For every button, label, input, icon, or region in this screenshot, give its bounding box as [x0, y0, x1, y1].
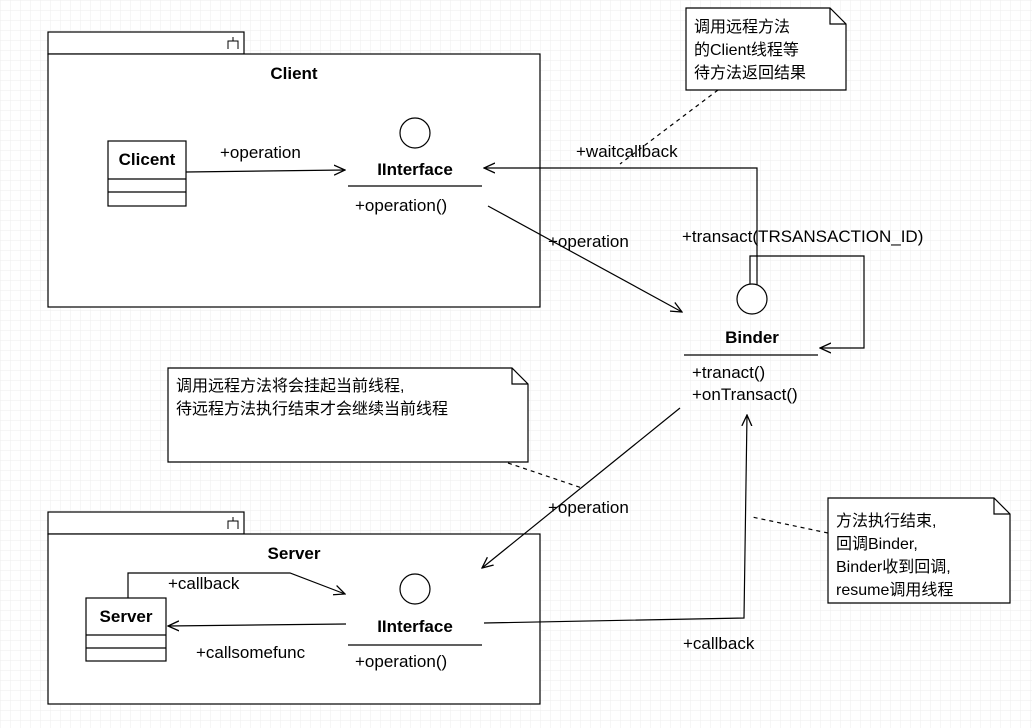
interface-to-binder-label: +operation [548, 232, 629, 251]
client-operation-edge[interactable] [185, 170, 345, 172]
server-callback-label: +callback [168, 574, 240, 593]
resume-note: 方法执行结束, 回调Binder, Binder收到回调, resume调用线程 [827, 497, 1011, 604]
note-line: Binder收到回调, [836, 558, 951, 576]
note-line: 的Client线程等 [694, 41, 799, 59]
server-class-name: Server [100, 607, 153, 626]
client-interface[interactable]: IInterface +operation() [348, 117, 482, 215]
client-class[interactable]: Clicent [107, 140, 187, 207]
callback-to-binder-edge[interactable] [483, 415, 747, 624]
waitcallback-label: +waitcallback [576, 142, 678, 161]
server-package-tab [47, 511, 245, 535]
server-interface-name: IInterface [377, 617, 453, 636]
binder-to-server-label: +operation [548, 498, 629, 517]
note-anchors [507, 89, 829, 534]
server-package-title: Server [268, 544, 321, 563]
transact-self-edge[interactable] [749, 255, 865, 348]
interface-lollipop-icon [399, 117, 431, 149]
note-line: resume调用线程 [836, 581, 953, 599]
client-operation-label: +operation [220, 143, 301, 162]
binder-name: Binder [725, 328, 779, 347]
client-class-name: Clicent [119, 150, 176, 169]
note-line: 调用远程方法 [694, 18, 790, 36]
client-package-tab [47, 31, 245, 55]
suspend-note: 调用远程方法将会挂起当前线程, 待远程方法执行结束才会继续当前线程 [167, 367, 529, 463]
note-line: 待远程方法执行结束才会继续当前线程 [176, 400, 448, 418]
note-line: 方法执行结束, [836, 512, 936, 530]
note-line: 回调Binder, [836, 535, 918, 553]
client-package-title: Client [270, 64, 318, 83]
server-callback-edge[interactable] [127, 572, 345, 598]
note-line: 调用远程方法将会挂起当前线程, [176, 377, 404, 395]
transact-label: +transact(TRSANSACTION_ID) [682, 227, 923, 246]
server-interface[interactable]: IInterface +operation() [348, 573, 482, 671]
server-class[interactable]: Server [85, 597, 167, 662]
callsomefunc-edge[interactable] [168, 624, 347, 626]
connectors [127, 168, 865, 626]
waitcallback-edge[interactable] [484, 168, 758, 285]
callback-to-binder-label: +callback [683, 634, 755, 653]
binder-to-server-edge[interactable] [482, 407, 681, 568]
client-interface-method: +operation() [355, 196, 447, 215]
resume-note-anchor [751, 516, 829, 534]
binder-method: +onTransact() [692, 385, 798, 404]
interface-lollipop-icon [736, 283, 768, 315]
suspend-note-anchor [507, 462, 583, 489]
client-interface-name: IInterface [377, 160, 453, 179]
client-wait-note: 调用远程方法 的Client线程等 待方法返回结果 [685, 7, 847, 91]
interface-lollipop-icon [399, 573, 431, 605]
binder-method: +tranact() [692, 363, 765, 382]
package-tab-icon [227, 517, 239, 529]
server-interface-method: +operation() [355, 652, 447, 671]
binder-interface[interactable]: Binder +tranact() +onTransact() [684, 283, 818, 404]
callsomefunc-label: +callsomefunc [196, 643, 306, 662]
note-line: 待方法返回结果 [694, 64, 806, 82]
package-tab-icon [227, 37, 239, 49]
interface-to-binder-edge[interactable] [487, 205, 682, 312]
